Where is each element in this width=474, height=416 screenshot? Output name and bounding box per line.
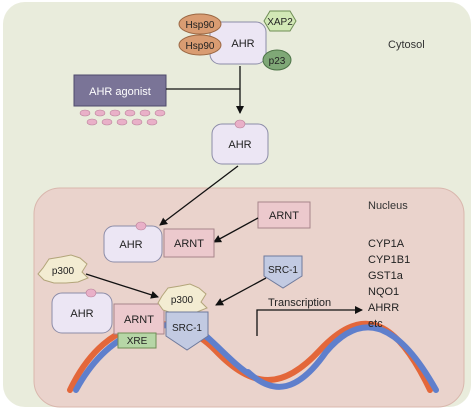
ahr-complex-label: AHR xyxy=(231,38,254,50)
arnt-binding-arrow xyxy=(213,217,259,243)
ahr-ligand-bound: AHR xyxy=(211,119,269,165)
target-gene: NQO1 xyxy=(368,286,399,298)
agonist-dot xyxy=(116,118,128,126)
agonist-dot xyxy=(124,109,136,117)
target-genes-list: CYP1A CYP1B1 GST1a NQO1 AHRR etc xyxy=(368,238,410,330)
ahr-dna-label: AHR xyxy=(70,308,93,320)
agonist-molecules xyxy=(79,109,166,126)
arnt-dimer-box xyxy=(163,228,215,258)
agonist-dot xyxy=(131,118,143,126)
target-gene: GST1a xyxy=(368,270,404,282)
dna-strand-blue-front xyxy=(203,333,255,379)
agonist-dot xyxy=(139,109,151,117)
hsp90-bottom-label: Hsp90 xyxy=(186,41,215,52)
p300-dna-shape xyxy=(157,283,208,314)
agonist-label: AHR agonist xyxy=(89,86,151,98)
ahr-dimer-box xyxy=(103,225,163,263)
dna-bound-complex: AHR ARNT p300 SRC-1 XRE xyxy=(51,283,209,351)
arnt-free-label: ARNT xyxy=(269,210,299,222)
p300-free: p300 xyxy=(37,254,89,284)
hsp90-top-node xyxy=(178,13,222,35)
p300-free-shape xyxy=(37,254,89,284)
src1-binding-arrow xyxy=(215,277,267,306)
arnt-dna-label: ARNT xyxy=(124,314,154,326)
src1-free: SRC-1 xyxy=(263,255,303,289)
p300-free-label: p300 xyxy=(52,266,75,277)
transcription-label: Transcription xyxy=(268,297,331,309)
ahr-arnt-dimer: AHR ARNT xyxy=(103,221,215,263)
xre-label: XRE xyxy=(127,336,148,347)
nucleus-label: Nucleus xyxy=(368,200,408,212)
agonist-box xyxy=(73,74,167,107)
ahr-dimer-label: AHR xyxy=(119,239,142,251)
cytosol-label: Cytosol xyxy=(388,39,425,51)
xap2-node xyxy=(263,10,297,32)
target-gene: etc xyxy=(368,318,383,330)
p300-dna-label: p300 xyxy=(171,295,194,306)
agonist-dot xyxy=(101,118,113,126)
src1-free-shape xyxy=(263,255,303,289)
xre-box xyxy=(117,332,157,349)
ahr-chaperone-complex: Hsp90 Hsp90 AHR XAP2 p23 xyxy=(178,10,297,71)
src1-dna-label: SRC-1 xyxy=(172,323,202,334)
agonist-dot xyxy=(154,109,166,117)
hsp90-bottom-node xyxy=(178,34,222,56)
p23-label: p23 xyxy=(269,56,286,67)
agonist-dot xyxy=(86,118,98,126)
ahr-agonist: AHR agonist xyxy=(73,74,167,126)
arnt-free-box xyxy=(257,201,311,229)
agonist-dot xyxy=(109,109,121,117)
target-gene: CYP1A xyxy=(368,238,405,250)
translocation-arrow xyxy=(159,165,239,226)
ligand-dot xyxy=(85,288,97,298)
src1-free-label: SRC-1 xyxy=(268,265,298,276)
transcription-arrow xyxy=(256,306,363,336)
target-gene: CYP1B1 xyxy=(368,254,410,266)
ligand-dot xyxy=(135,221,147,231)
agonist-dot xyxy=(146,118,158,126)
xap2-label: XAP2 xyxy=(267,17,293,28)
agonist-dot xyxy=(79,109,91,117)
p23-node xyxy=(262,49,292,71)
p300-binding-arrow xyxy=(85,273,159,299)
ligand-dot xyxy=(234,119,246,129)
ahr-dna-box xyxy=(51,292,113,334)
target-gene: AHRR xyxy=(368,302,399,314)
ahr-free-label: AHR xyxy=(228,139,251,151)
arnt-dimer-label: ARNT xyxy=(174,238,204,250)
agonist-dot xyxy=(94,109,106,117)
arnt-dna-box xyxy=(113,303,165,335)
src1-dna-shape xyxy=(165,311,209,351)
arnt-free: ARNT xyxy=(257,201,311,229)
hsp90-top-label: Hsp90 xyxy=(186,20,215,31)
